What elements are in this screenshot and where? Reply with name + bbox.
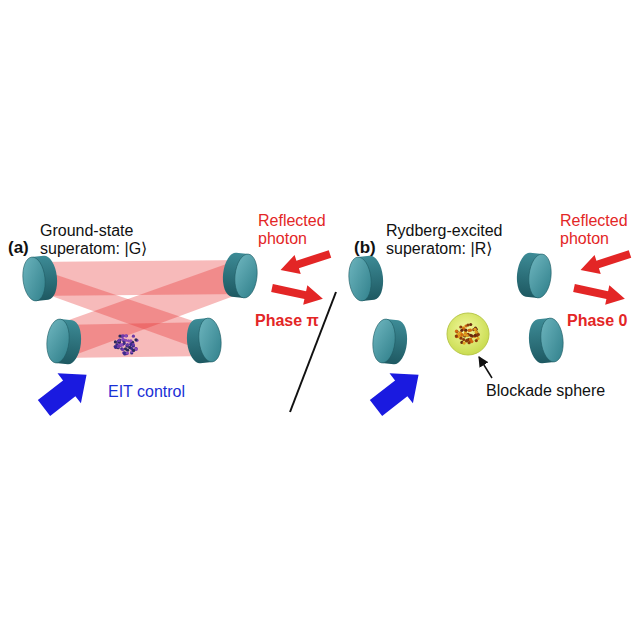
photon-label: Reflected photon (258, 212, 338, 249)
panel-divider (290, 292, 336, 412)
control-label: EIT control (108, 383, 185, 401)
photon-label: Reflected photon (560, 212, 636, 249)
state-label: Rydberg-excited superatom: |R⟩ (386, 222, 518, 259)
atom-cloud (455, 323, 480, 345)
phase-label: Phase 0 (567, 312, 627, 330)
phase-label: Phase π (255, 312, 319, 330)
blockade-sphere (447, 313, 489, 355)
panel-letter: (a) (8, 238, 29, 258)
leader-line (479, 357, 492, 378)
panel-letter: (b) (354, 238, 376, 258)
control-beam-arrow (32, 360, 98, 423)
callout-label: Blockade sphere (486, 382, 605, 400)
atom-cloud (114, 334, 139, 355)
state-label: Ground-state superatom: |G⟩ (40, 222, 168, 259)
control-beam-arrow (364, 360, 430, 423)
